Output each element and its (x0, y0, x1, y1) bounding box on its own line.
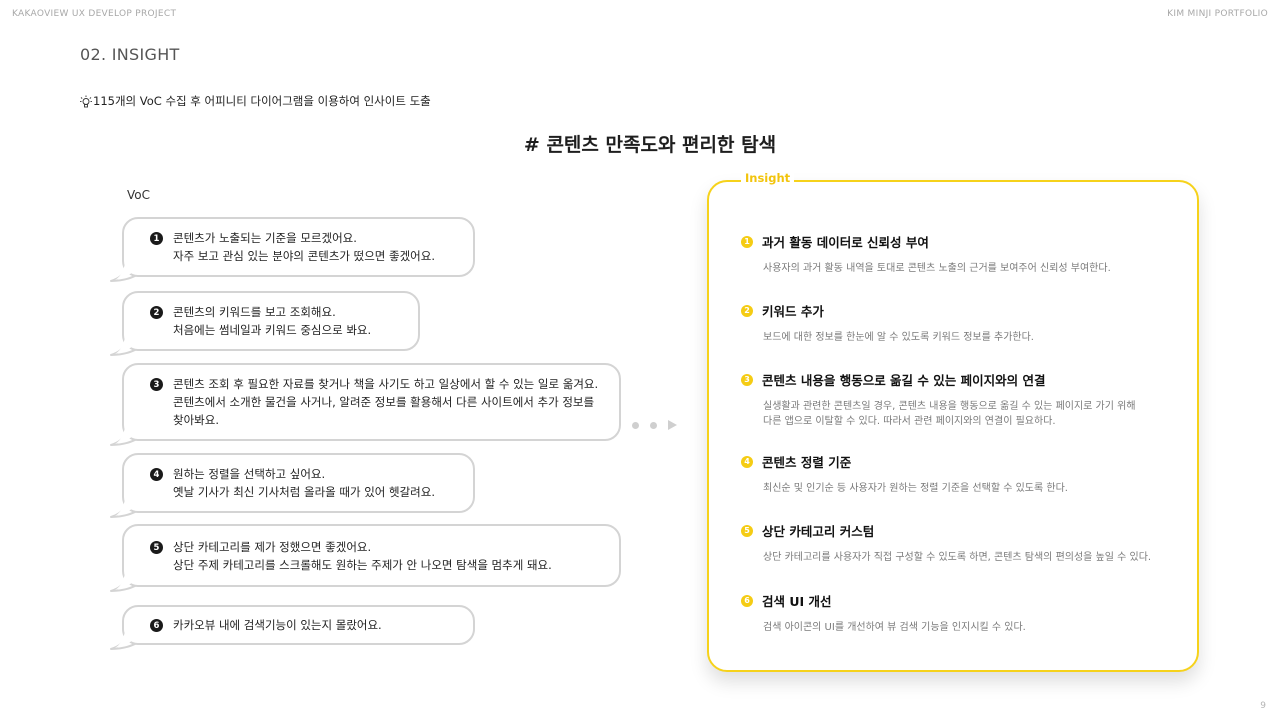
insight-title: 과거 활동 데이터로 신뢰성 부여 (762, 235, 929, 250)
bubble-tail-fill (115, 626, 136, 648)
insight-number-badge: 3 (741, 373, 753, 386)
insight-label: Insight (741, 171, 795, 185)
flow-dot (650, 421, 657, 429)
voc-number-badge: 2 (150, 306, 163, 319)
voc-number-badge: 6 (150, 619, 163, 632)
insight-heading: 5 상단 카테고리 커스텀 (741, 521, 1151, 540)
bubble-body (122, 453, 475, 513)
lightbulb-icon (80, 95, 92, 107)
bubble-tail-fill (115, 422, 136, 444)
insight-title: 콘텐츠 내용을 행동으로 옮길 수 있는 페이지와의 연결 (762, 373, 1046, 388)
voc-line: 콘텐츠에서 소개한 물건을 사거나, 알려준 정보를 활용해서 다른 사이트에서… (173, 395, 595, 409)
bubble-body (122, 363, 621, 441)
insight-description-line: 검색 아이콘의 UI를 개선하여 뷰 검색 기능을 인지시킬 수 있다. (763, 622, 1026, 633)
arrow-right-icon (668, 420, 677, 430)
insight-title: 콘텐츠 정렬 기준 (762, 455, 852, 470)
insight-description: 보드에 대한 정보를 한눈에 알 수 있도록 키워드 정보를 추가한다. (763, 330, 1034, 345)
bubble-body (122, 524, 621, 587)
voc-line: 콘텐츠의 키워드를 보고 조회해요. (173, 305, 336, 319)
section-title: 02. INSIGHT (80, 45, 180, 64)
insight-number-badge: 1 (741, 235, 753, 248)
bubble-body (122, 291, 420, 351)
insight-description: 상단 카테고리를 사용자가 직접 구성할 수 있도록 하면, 콘텐츠 탐색의 편… (763, 550, 1151, 565)
insight-title: 키워드 추가 (762, 304, 824, 319)
voc-line: 콘텐츠 조회 후 필요한 자료를 찾거나 책을 사기도 하고 일상에서 할 수 … (173, 377, 599, 391)
insight-description-line: 사용자의 과거 활동 내역을 토대로 콘텐츠 노출의 근거를 보여주어 신뢰성 … (763, 263, 1111, 274)
insight-heading: 1 과거 활동 데이터로 신뢰성 부여 (741, 232, 1111, 251)
insight-description-line: 상단 카테고리를 사용자가 직접 구성할 수 있도록 하면, 콘텐츠 탐색의 편… (763, 552, 1152, 563)
voc-number-badge: 1 (150, 232, 163, 245)
insight-heading: 3 콘텐츠 내용을 행동으로 옮길 수 있는 페이지와의 연결 (741, 370, 1136, 389)
insight-box (707, 180, 1199, 672)
bubble-tail-fill (115, 494, 136, 516)
voc-line: 콘텐츠가 노출되는 기준을 모르겠어요. (173, 231, 357, 245)
bubble-body (122, 217, 475, 277)
voc-line: 옛날 기사가 최신 기사처럼 올라올 때가 있어 헷갈려요. (173, 485, 436, 499)
insight-description-line: 최신순 및 인기순 등 사용자가 원하는 정렬 기준을 선택할 수 있도록 한다… (763, 483, 1068, 494)
voc-text: 상단 카테고리를 제가 정했으면 좋겠어요. 상단 주제 카테고리를 스크롤해도 … (173, 538, 607, 574)
project-header: KAKAOVIEW UX DEVELOP PROJECT (12, 9, 177, 19)
flow-arrow (632, 420, 677, 430)
voc-line: 처음에는 썸네일과 키워드 중심으로 봐요. (173, 323, 372, 337)
voc-line: 상단 주제 카테고리를 스크롤해도 원하는 주제가 안 나오면 탐색을 멈추게 … (173, 558, 552, 572)
insight-description-line: 보드에 대한 정보를 한눈에 알 수 있도록 키워드 정보를 추가한다. (763, 332, 1034, 343)
insight-description: 최신순 및 인기순 등 사용자가 원하는 정렬 기준을 선택할 수 있도록 한다… (763, 481, 1068, 496)
voc-bubble: 4 원하는 정렬을 선택하고 싶어요. 옛날 기사가 최신 기사처럼 올라올 때가 … (110, 453, 475, 518)
voc-bubble: 1 콘텐츠가 노출되는 기준을 모르겠어요. 자주 보고 관심 있는 분야의 콘텐츠… (110, 217, 475, 282)
voc-line: 카카오뷰 내에 검색기능이 있는지 몰랐어요. (173, 618, 382, 632)
intro-line: 115개의 VoC 수집 후 어피니티 다이어그램을 이용하여 인사이트 도출 (80, 93, 431, 109)
voc-bubble: 3 콘텐츠 조회 후 필요한 자료를 찾거나 책을 사기도 하고 일상에서 할 수… (110, 363, 621, 446)
voc-number-badge: 4 (150, 468, 163, 481)
insight-number-badge: 5 (741, 524, 753, 537)
bubble-tail-fill (115, 332, 136, 354)
voc-bubble: 6 카카오뷰 내에 검색기능이 있는지 몰랐어요. (110, 605, 475, 650)
voc-bubble: 2 콘텐츠의 키워드를 보고 조회해요. 처음에는 썸네일과 키워드 중심으로 봐요… (110, 291, 420, 356)
bubble-body (122, 605, 475, 645)
insight-description: 사용자의 과거 활동 내역을 토대로 콘텐츠 노출의 근거를 보여주어 신뢰성 … (763, 261, 1111, 276)
insight-title: 상단 카테고리 커스텀 (762, 524, 875, 539)
insight-heading: 6 검색 UI 개선 (741, 591, 1026, 610)
page-number: 9 (1260, 701, 1266, 711)
voc-number-badge: 3 (150, 378, 163, 391)
insight-heading: 4 콘텐츠 정렬 기준 (741, 452, 1068, 471)
insight-number-badge: 4 (741, 455, 753, 468)
insight-title: 검색 UI 개선 (762, 594, 832, 609)
bubble-tail-fill (115, 258, 136, 280)
voc-text: 원하는 정렬을 선택하고 싶어요. 옛날 기사가 최신 기사처럼 올라올 때가 있… (173, 465, 461, 501)
voc-text: 콘텐츠 조회 후 필요한 자료를 찾거나 책을 사기도 하고 일상에서 할 수 … (173, 375, 607, 429)
voc-line: 상단 카테고리를 제가 정했으면 좋겠어요. (173, 540, 372, 554)
author-header: KIM MINJI PORTFOLIO (1167, 9, 1268, 19)
voc-text: 콘텐츠가 노출되는 기준을 모르겠어요. 자주 보고 관심 있는 분야의 콘텐츠가… (173, 229, 461, 265)
intro-text: 115개의 VoC 수집 후 어피니티 다이어그램을 이용하여 인사이트 도출 (93, 94, 431, 108)
bubble-tail-fill (115, 568, 136, 590)
insight-heading: 2 키워드 추가 (741, 301, 1034, 320)
voc-bubble: 5 상단 카테고리를 제가 정했으면 좋겠어요. 상단 주제 카테고리를 스크롤해도… (110, 524, 621, 592)
voc-number-badge: 5 (150, 541, 163, 554)
flow-dot (632, 421, 639, 429)
insight-number-badge: 2 (741, 304, 753, 317)
voc-text: 카카오뷰 내에 검색기능이 있는지 몰랐어요. (173, 616, 461, 634)
voc-text: 콘텐츠의 키워드를 보고 조회해요. 처음에는 썸네일과 키워드 중심으로 봐요. (173, 303, 406, 339)
voc-label: VoC (127, 188, 150, 202)
insight-description-line: 다른 앱으로 이탈할 수 있다. 따라서 관련 페이지와의 연결이 필요하다. (763, 416, 1056, 427)
headline: # 콘텐츠 만족도와 편리한 탐색 (523, 134, 777, 156)
insight-description-line: 실생활과 관련한 콘텐츠일 경우, 콘텐츠 내용을 행동으로 옮길 수 있는 페… (763, 401, 1136, 412)
insight-description: 실생활과 관련한 콘텐츠일 경우, 콘텐츠 내용을 행동으로 옮길 수 있는 페… (763, 399, 1136, 429)
insight-description: 검색 아이콘의 UI를 개선하여 뷰 검색 기능을 인지시킬 수 있다. (763, 620, 1026, 635)
voc-line: 원하는 정렬을 선택하고 싶어요. (173, 467, 326, 481)
voc-line: 찾아봐요. (173, 413, 219, 427)
insight-number-badge: 6 (741, 594, 753, 607)
voc-line: 자주 보고 관심 있는 분야의 콘텐츠가 떴으면 좋겠어요. (173, 249, 436, 263)
